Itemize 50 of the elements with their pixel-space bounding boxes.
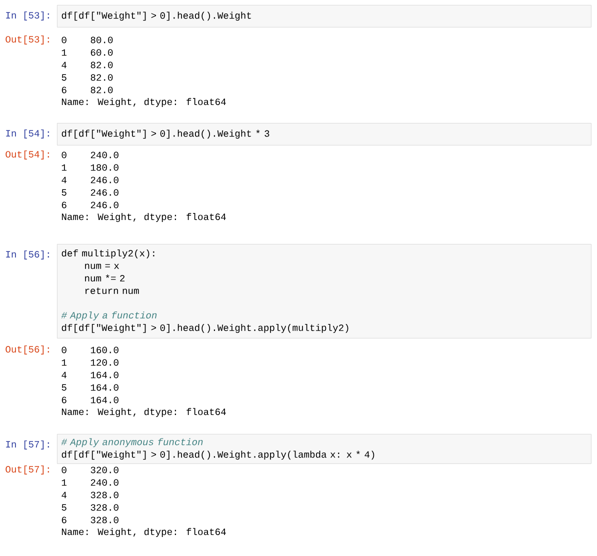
index-text: 1 [62, 359, 66, 366]
index-text: 1 [62, 479, 66, 486]
dtype-text: Name: Weight, dtype: float64 [62, 213, 226, 222]
index-text: 1 [62, 164, 66, 171]
index-text: 4 [62, 62, 66, 68]
value-text: 246.0 [90, 189, 118, 196]
output-prompt: Out[56]: [6, 346, 49, 354]
value-text: 120.0 [90, 359, 118, 366]
value-text: 240.0 [90, 479, 118, 486]
code-cell: def multiply2(x): num = x num *= 2 return num # Apply a function df[df["Weight"] > 0].head().Weight.apply(multiply2) [57, 244, 592, 338]
index-text: 5 [62, 74, 66, 81]
index-text: 4 [62, 176, 66, 184]
index-text: 6 [62, 396, 66, 404]
dtype-text: Name: Weight, dtype: float64 [62, 408, 226, 417]
code-cell: # Apply anonymous function df[df["Weight"] > 0].head().Weight.apply(lambda x: x * 4) [57, 434, 592, 464]
index-text: 5 [62, 504, 66, 511]
value-text: 82.0 [90, 74, 113, 81]
value-text: 80.0 [90, 36, 113, 44]
dtype-text: Name: Weight, dtype: float64 [62, 528, 226, 537]
value-text: 82.0 [90, 62, 113, 68]
dtype-text: Name: Weight, dtype: float64 [62, 98, 226, 107]
value-text: 164.0 [90, 384, 118, 391]
value-text: 164.0 [90, 396, 118, 404]
input-prompt: In [56]: [6, 250, 49, 260]
value-text: 246.0 [90, 202, 118, 208]
index-text: 4 [62, 372, 66, 378]
value-text: 180.0 [90, 164, 118, 171]
code-cell: df[df["Weight"] > 0].head().Weight * 3 [57, 123, 592, 146]
value-text: 328.0 [90, 504, 118, 511]
value-text: 246.0 [90, 176, 118, 184]
index-text: 6 [62, 86, 66, 94]
value-text: 328.0 [90, 516, 118, 524]
index-text: 5 [62, 384, 66, 391]
index-text: 6 [62, 516, 66, 524]
index-text: 0 [62, 36, 66, 44]
input-prompt: In [57]: [6, 440, 49, 450]
code-cell: df[df["Weight"] > 0].head().Weight [57, 5, 592, 28]
value-text: 60.0 [90, 49, 113, 56]
output-prompt: Out[57]: [6, 466, 49, 474]
value-text: 82.0 [90, 86, 113, 94]
output-prompt: Out[54]: [6, 150, 49, 160]
output-prompt: Out[53]: [6, 36, 49, 44]
index-text: 5 [62, 189, 66, 196]
input-prompt: In [53]: [6, 12, 49, 20]
index-text: 6 [62, 202, 66, 208]
index-text: 1 [62, 49, 66, 56]
value-text: 164.0 [90, 372, 118, 378]
index-text: 4 [62, 492, 66, 498]
value-text: 328.0 [90, 492, 118, 498]
input-prompt: In [54]: [6, 130, 49, 138]
